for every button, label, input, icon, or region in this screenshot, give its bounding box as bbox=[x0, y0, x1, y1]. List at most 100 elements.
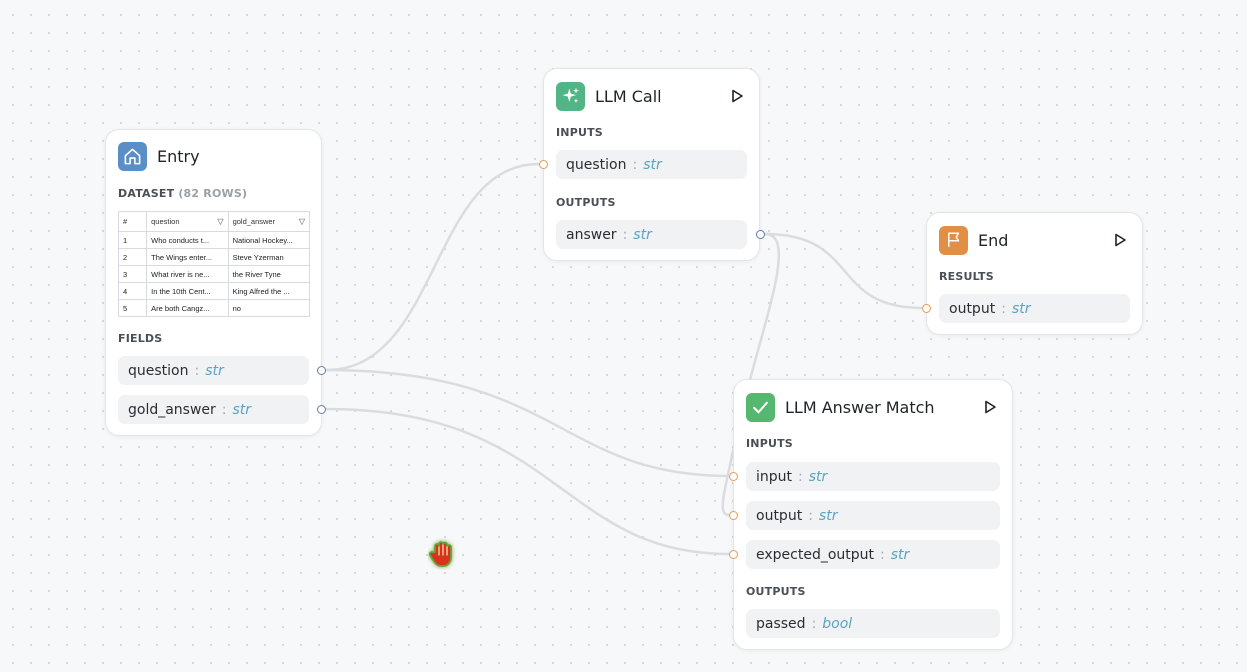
edge-gold-answer-to-match-expected bbox=[325, 407, 730, 556]
entry-node[interactable]: Entry DATASET (82 ROWS) # question▽ gold… bbox=[105, 129, 322, 436]
input-port-input[interactable] bbox=[729, 472, 738, 481]
table-row[interactable]: 5 Are both Cangz... no bbox=[117, 299, 311, 317]
llm-answer-match-node-title: LLM Answer Match bbox=[785, 397, 935, 417]
field-name: answer bbox=[566, 226, 617, 243]
end-node[interactable]: End RESULTS output : str bbox=[926, 212, 1143, 335]
input-port-output[interactable] bbox=[922, 304, 931, 313]
table-cell: The Wings enter... bbox=[146, 248, 229, 266]
field-type: str bbox=[205, 362, 224, 379]
table-cell: 1 bbox=[117, 231, 148, 249]
table-cell: In the 10th Cent... bbox=[146, 282, 229, 300]
edge-question-to-match-input bbox=[325, 368, 730, 478]
table-cell: King Alfred the ... bbox=[227, 282, 311, 300]
table-cell: 5 bbox=[117, 299, 148, 317]
table-cell: National Hockey... bbox=[227, 231, 311, 249]
table-cell: What river is ne... bbox=[146, 265, 229, 283]
field-type: str bbox=[232, 401, 252, 418]
field-type: str bbox=[633, 226, 652, 243]
table-row[interactable]: 2 The Wings enter... Steve Yzerman bbox=[117, 248, 311, 266]
table-header-row: # question▽ gold_answer▽ bbox=[117, 211, 311, 232]
edge-question-to-llm-call bbox=[325, 162, 540, 372]
input-question[interactable]: question : str bbox=[556, 150, 747, 179]
table-cell: the River Tyne bbox=[227, 265, 311, 283]
field-type: str bbox=[890, 546, 910, 563]
dataset-label: DATASET bbox=[118, 187, 175, 200]
input-expected-output[interactable]: expected_output : str bbox=[746, 540, 1000, 569]
play-icon[interactable] bbox=[729, 88, 745, 104]
inputs-section-label: INPUTS bbox=[556, 126, 603, 139]
field-name: output bbox=[756, 507, 803, 524]
type-separator: : bbox=[808, 507, 813, 524]
llm-answer-match-node[interactable]: LLM Answer Match INPUTS input : str outp… bbox=[733, 379, 1013, 650]
column-header-gold-answer[interactable]: gold_answer▽ bbox=[227, 211, 311, 232]
input-port-expected-output[interactable] bbox=[729, 550, 738, 559]
edge-answer-to-end-output bbox=[764, 232, 923, 310]
field-name: gold_answer bbox=[128, 401, 216, 418]
end-node-title: End bbox=[978, 230, 1009, 250]
type-separator: : bbox=[811, 615, 817, 632]
field-name: passed bbox=[756, 615, 806, 632]
sparkles-icon bbox=[556, 81, 585, 111]
llm-call-node[interactable]: LLM Call INPUTS question : str OUTPUTS a… bbox=[543, 68, 760, 261]
filter-icon[interactable]: ▽ bbox=[298, 217, 305, 226]
type-separator: : bbox=[1001, 300, 1006, 317]
type-separator: : bbox=[221, 401, 227, 418]
output-passed[interactable]: passed : bool bbox=[746, 609, 1000, 638]
type-separator: : bbox=[798, 468, 803, 485]
output-port-answer[interactable] bbox=[756, 230, 765, 239]
table-row[interactable]: 1 Who conducts t... National Hockey... bbox=[117, 231, 311, 249]
table-row[interactable]: 3 What river is ne... the River Tyne bbox=[117, 265, 311, 283]
entry-node-header[interactable]: Entry bbox=[118, 141, 309, 171]
dataset-section-label: DATASET (82 ROWS) bbox=[118, 187, 247, 200]
field-name: question bbox=[128, 362, 189, 379]
flag-icon bbox=[939, 225, 968, 255]
llm-answer-match-node-header[interactable]: LLM Answer Match bbox=[746, 392, 1000, 422]
field-type: str bbox=[808, 468, 828, 485]
field-gold-answer[interactable]: gold_answer : str bbox=[118, 395, 309, 424]
inputs-section-label: INPUTS bbox=[746, 437, 793, 450]
field-type: bool bbox=[822, 615, 853, 632]
output-answer[interactable]: answer : str bbox=[556, 220, 747, 249]
input-port-output-match[interactable] bbox=[729, 511, 738, 520]
column-header-question[interactable]: question▽ bbox=[146, 211, 229, 232]
play-icon[interactable] bbox=[1112, 232, 1128, 248]
output-port-question[interactable] bbox=[317, 366, 326, 375]
table-cell: Who conducts t... bbox=[146, 231, 229, 249]
filter-icon[interactable]: ▽ bbox=[217, 217, 224, 226]
field-type: str bbox=[818, 507, 838, 524]
field-type: str bbox=[1011, 300, 1031, 317]
input-input[interactable]: input : str bbox=[746, 462, 1000, 491]
llm-call-node-header[interactable]: LLM Call bbox=[556, 81, 747, 111]
llm-call-node-title: LLM Call bbox=[595, 86, 662, 106]
checkmark-icon bbox=[746, 392, 775, 422]
play-icon[interactable] bbox=[982, 399, 998, 415]
table-cell: 2 bbox=[117, 248, 148, 266]
field-question[interactable]: question : str bbox=[118, 356, 309, 385]
dataset-row-count: (82 ROWS) bbox=[178, 187, 248, 200]
table-row[interactable]: 4 In the 10th Cent... King Alfred the ..… bbox=[117, 282, 311, 300]
grab-hand-cursor-icon bbox=[428, 541, 452, 567]
outputs-section-label: OUTPUTS bbox=[746, 585, 806, 598]
input-output[interactable]: output : str bbox=[746, 501, 1000, 530]
end-node-header[interactable]: End bbox=[939, 225, 1130, 255]
input-port-question[interactable] bbox=[539, 160, 548, 169]
dataset-preview-table[interactable]: # question▽ gold_answer▽ 1 Who conducts … bbox=[117, 211, 311, 317]
column-header-index: # bbox=[117, 211, 148, 232]
table-cell: no bbox=[227, 299, 311, 317]
field-name: output bbox=[949, 300, 996, 317]
table-cell: Steve Yzerman bbox=[227, 248, 311, 266]
output-port-gold-answer[interactable] bbox=[317, 405, 326, 414]
table-cell: 4 bbox=[117, 282, 148, 300]
results-section-label: RESULTS bbox=[939, 270, 994, 283]
entry-node-title: Entry bbox=[157, 146, 200, 166]
type-separator: : bbox=[194, 362, 200, 379]
field-name: question bbox=[566, 156, 627, 173]
table-cell: Are both Cangz... bbox=[146, 299, 229, 317]
type-separator: : bbox=[632, 156, 638, 173]
field-type: str bbox=[643, 156, 662, 173]
result-output[interactable]: output : str bbox=[939, 294, 1130, 323]
home-icon bbox=[118, 141, 147, 171]
outputs-section-label: OUTPUTS bbox=[556, 196, 616, 209]
field-name: expected_output bbox=[756, 546, 875, 563]
type-separator: : bbox=[622, 226, 628, 243]
